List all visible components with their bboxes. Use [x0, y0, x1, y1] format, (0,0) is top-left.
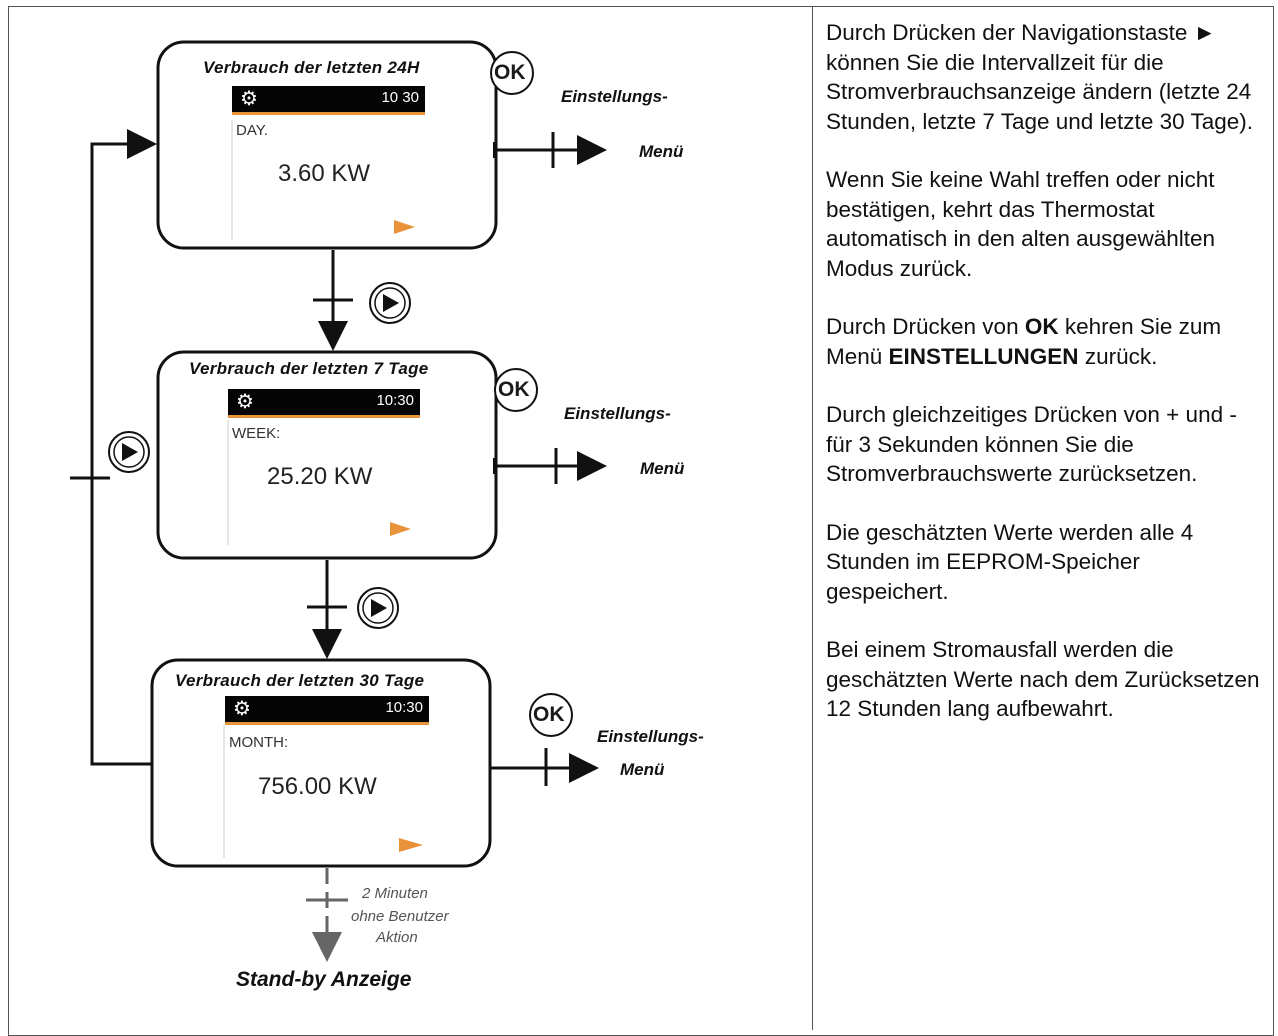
ok-button: [490, 51, 573, 737]
menu-target-line2: Menü: [620, 760, 665, 779]
period-label: DAY.: [236, 122, 268, 139]
play-icon: [390, 522, 411, 536]
next-arrow-icon: [357, 587, 399, 629]
period-label: WEEK:: [232, 425, 281, 442]
play-icon: [399, 838, 423, 852]
menu-target-line1: Einstellungs-: [561, 87, 668, 106]
gear-icon: ⚙: [240, 88, 258, 110]
flow-diagram: [70, 40, 607, 962]
paragraph-power-failure: Bei einem Stromausfall werden die geschä…: [826, 637, 1260, 721]
paragraph-reset: Durch gleichzeitiges Drücken von + und -…: [826, 402, 1237, 486]
next-arrow-icon: [369, 282, 411, 324]
gear-icon: ⚙: [233, 698, 251, 720]
instructions-text: Durch Drücken der Navigationstaste ► kön…: [826, 18, 1266, 753]
transition-month-day: [90, 129, 157, 766]
screen-frame-week: [156, 350, 498, 560]
consumption-value: 3.60 KW: [278, 160, 371, 187]
paragraph-no-selection: Wenn Sie keine Wahl treffen oder nicht b…: [826, 167, 1216, 281]
screen-title: Verbrauch der letzten 24H: [203, 58, 420, 77]
consumption-value: 756.00 KW: [258, 773, 377, 800]
status-bar: ⚙ 10:30: [225, 696, 429, 725]
timeout-note-line2: ohne Benutzer: [351, 908, 449, 925]
clock-time: 10 30: [381, 89, 419, 106]
timeout-note-line3: Aktion: [376, 929, 418, 946]
status-bar: ⚙ 10 30: [232, 86, 425, 115]
clock-time: 10:30: [376, 392, 414, 409]
timeout-note-line1: 2 Minuten: [362, 885, 428, 902]
consumption-value: 25.20 KW: [267, 463, 373, 490]
screen-title: Verbrauch der letzten 7 Tage: [189, 359, 429, 378]
menu-target-line1: Einstellungs-: [564, 404, 671, 423]
paragraph-navigation: Durch Drücken der Navigationstaste ► kön…: [826, 20, 1253, 134]
menu-target-line1: Einstellungs-: [597, 727, 704, 746]
menu-target-line2: Menü: [639, 142, 684, 161]
paragraph-ok: Durch Drücken von OK kehren Sie zum Menü…: [826, 314, 1222, 369]
play-icon: [394, 220, 415, 234]
clock-time: 10:30: [385, 699, 423, 716]
screen-title: Verbrauch der letzten 30 Tage: [175, 671, 425, 690]
period-label: MONTH:: [229, 734, 289, 751]
column-divider: [812, 6, 813, 1030]
menu-target-line2: Menü: [640, 459, 685, 478]
gear-icon: ⚙: [236, 391, 254, 413]
paragraph-eeprom: Die geschätzten Werte werden alle 4 Stun…: [826, 519, 1194, 604]
ok-label: OK: [533, 703, 565, 726]
status-bar: ⚙ 10:30: [228, 389, 420, 418]
ok-label: OK: [494, 61, 526, 84]
ok-label: OK: [498, 378, 530, 401]
next-arrow-icon: [108, 431, 150, 473]
standby-label: Stand-by Anzeige: [236, 968, 412, 991]
